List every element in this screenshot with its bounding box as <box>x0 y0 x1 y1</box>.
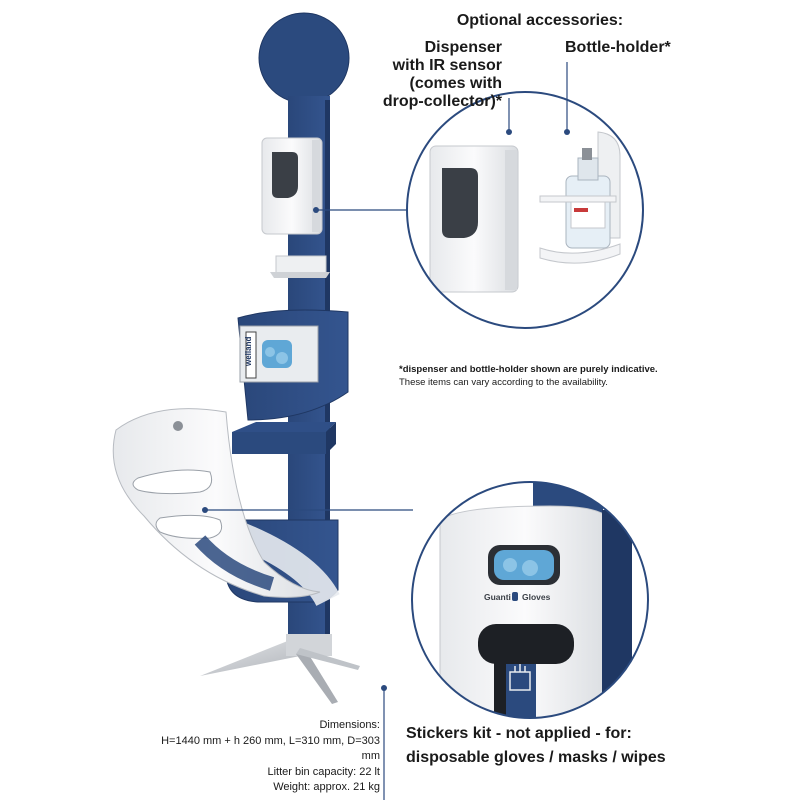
ir-dispenser <box>261 137 323 235</box>
stickers-line-2: disposable gloves / masks / wipes <box>406 749 666 766</box>
dimensions-title: Dimensions: <box>319 719 380 731</box>
accessories-zoom-circle <box>406 62 644 329</box>
glove-cabinet: welland <box>237 309 349 421</box>
callout-stickers <box>202 507 413 513</box>
glove-box-brand: welland <box>244 337 253 367</box>
dispenser-label-line: drop-collector)* <box>382 92 502 110</box>
gloves-icon <box>509 664 531 691</box>
mid-shelf <box>232 422 336 454</box>
totem-top-disc <box>258 12 350 104</box>
dimensions-block: Dimensions: H=1440 mm + h 260 mm, L=310 … <box>150 718 380 796</box>
dispenser-label: Dispenser with IR sensor (comes with dro… <box>380 39 502 111</box>
availability-note: *dispenser and bottle-holder shown are p… <box>399 364 699 390</box>
dimensions-bin: Litter bin capacity: 22 lt <box>267 765 380 778</box>
stickers-line-1: Stickers kit - not applied - for: <box>406 725 632 742</box>
stickers-kit-caption: Stickers kit - not applied - for: dispos… <box>406 722 706 770</box>
stickers-zoom-circle: Guanti Gloves <box>411 481 649 719</box>
dimensions-weight: Weight: approx. 21 kg <box>273 781 380 794</box>
note-line-1: *dispenser and bottle-holder shown are p… <box>399 364 658 375</box>
bottle-holder-label: Bottle-holder* <box>565 39 671 56</box>
steel-base <box>200 634 360 704</box>
slot-text-right: Gloves <box>522 592 551 602</box>
dispenser-label-line: with IR sensor <box>392 56 502 74</box>
dimension-marker <box>381 685 387 800</box>
callout-dispenser <box>313 207 409 213</box>
dispenser-label-line: (comes with <box>409 74 502 92</box>
dispenser-label-line: Dispenser <box>424 39 502 56</box>
dimensions-size: H=1440 mm + h 260 mm, L=310 mm, D=303 mm <box>161 734 380 763</box>
accessories-title: Optional accessories: <box>456 12 624 29</box>
slot-text-left: Guanti <box>484 592 511 602</box>
litter-bin-lid <box>112 408 321 598</box>
drop-collector <box>270 255 330 278</box>
note-line-2: These items can vary according to the av… <box>399 376 608 388</box>
